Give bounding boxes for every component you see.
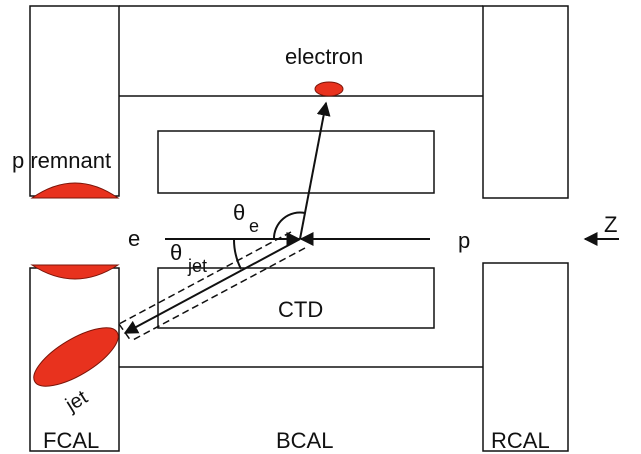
scattered-electron-track — [299, 101, 331, 240]
z-axis-label: Z — [604, 212, 617, 237]
jet-cone-upper-edge — [118, 231, 292, 325]
theta-jet-arc — [232, 238, 242, 270]
theta-e-symbol: θ — [233, 200, 245, 225]
theta-e-arc — [272, 211, 306, 240]
ctd-upper-block — [157, 130, 435, 194]
theta-jet-subscript: jet — [187, 256, 207, 276]
detector-outlines — [29, 5, 569, 452]
p-beam-label: p — [458, 228, 470, 253]
jet-label: jet — [61, 386, 92, 417]
tracks — [123, 101, 619, 334]
angle-arcs — [232, 211, 306, 270]
theta-jet-symbol: θ — [170, 240, 182, 265]
jet-cone-lower-edge — [130, 247, 306, 342]
ctd-lower-block — [157, 267, 435, 329]
jet-cone — [118, 231, 306, 342]
jet-cone-cap — [118, 323, 132, 342]
theta-e-subscript: e — [249, 216, 259, 236]
bcal-label: BCAL — [276, 428, 333, 453]
rcal-label: RCAL — [491, 428, 550, 453]
rcal-lower-block — [482, 262, 569, 452]
ctd-label: CTD — [278, 297, 323, 322]
p-remnant-deposit-lower — [30, 264, 120, 280]
p-remnant-label: p remnant — [12, 148, 111, 173]
rcal-upper-block — [482, 5, 569, 199]
electron-deposit — [314, 81, 344, 97]
bcal-upper-block — [119, 5, 483, 97]
electron-label: electron — [285, 44, 363, 69]
e-beam-label: e — [128, 226, 140, 251]
jet-axis-arrow — [123, 238, 301, 334]
p-remnant-deposit-upper — [30, 182, 120, 199]
fcal-label: FCAL — [43, 428, 99, 453]
jet-deposit — [33, 327, 119, 387]
energy-deposits — [30, 81, 344, 387]
